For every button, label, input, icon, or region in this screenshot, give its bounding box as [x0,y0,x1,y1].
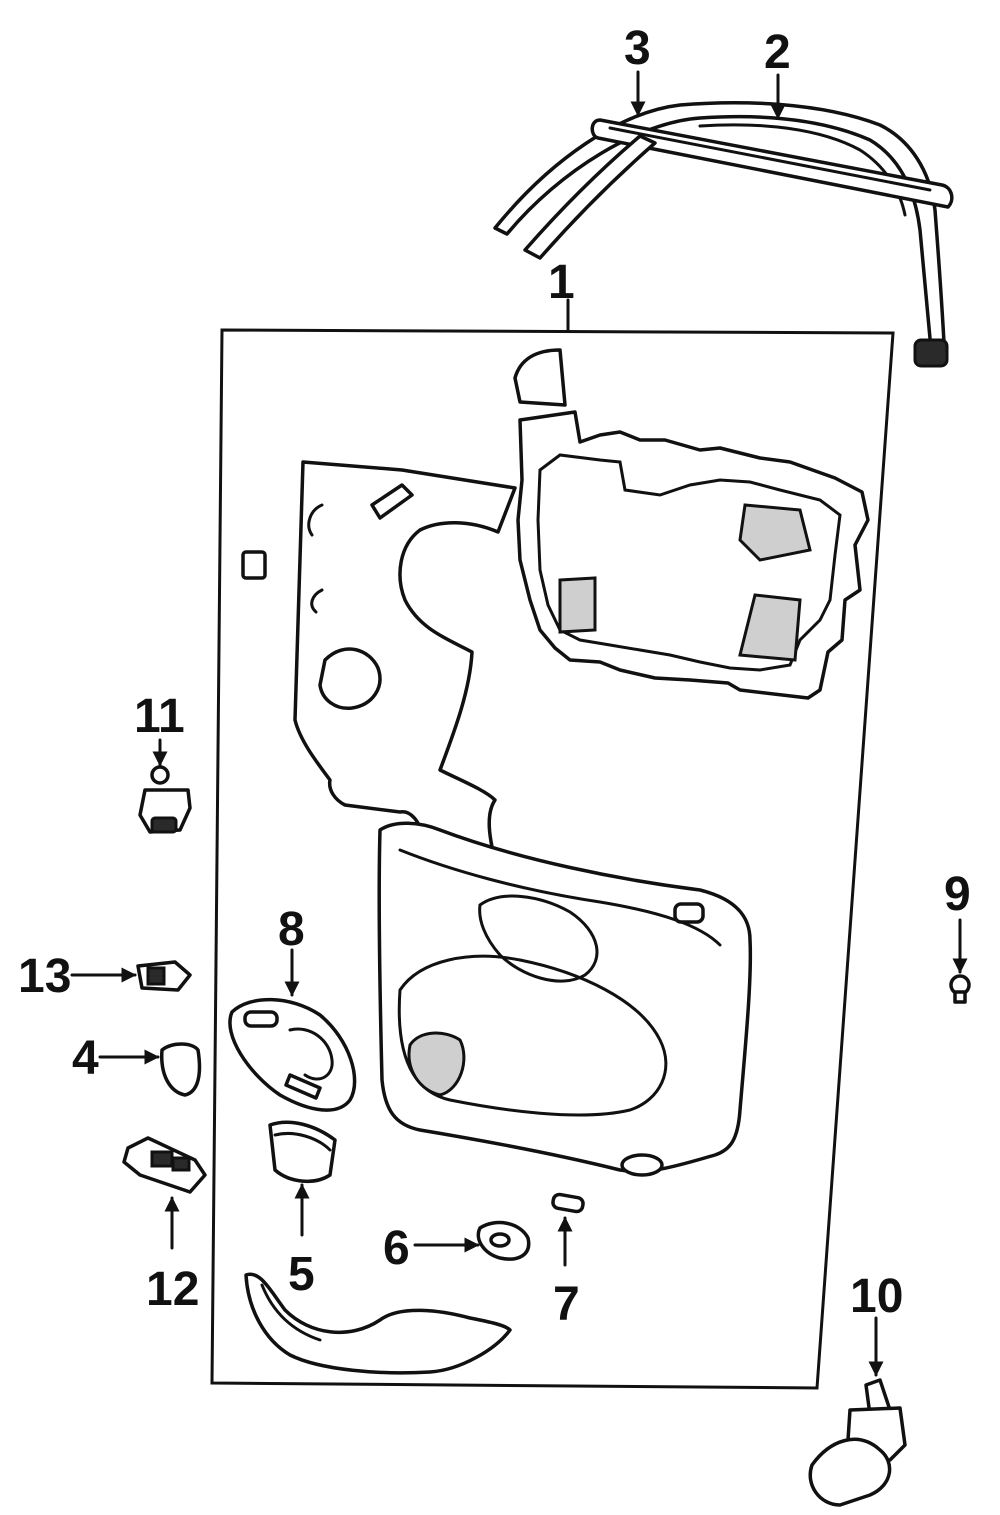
callout-4: 4 [72,1032,99,1085]
leader-lines [70,70,968,1377]
callout-2: 2 [764,26,791,79]
part-6-escutcheon [476,1220,531,1261]
assembly-frame [210,328,895,1390]
callout-1: 1 [548,256,575,309]
door-panel-insulator [513,348,870,700]
part-10-actuator [808,1378,907,1507]
callout-3: 3 [624,22,651,75]
callout-9: 9 [944,868,971,921]
part-7-pin [551,1192,585,1214]
callout-13: 13 [18,950,71,1003]
part-2-weatherstrip [493,101,949,368]
part-4-bezel [160,1042,202,1097]
callout-11: 11 [134,690,185,743]
callout-12: 12 [146,1263,199,1316]
callout-10: 10 [850,1270,903,1323]
door-trim-panel [377,821,753,1177]
callout-6: 6 [383,1222,410,1275]
callout-8: 8 [278,903,305,956]
watershield-left [241,460,517,862]
part-5-pull-cup [268,1120,337,1183]
part-13-clip [136,960,192,992]
part-11-socket [138,765,192,834]
callout-7: 7 [553,1278,580,1331]
part-12-switch [122,1136,207,1194]
part-9-push-pin [949,974,971,1004]
armrest-trim [244,1272,512,1375]
part-8-bezel [228,997,357,1112]
callout-5: 5 [288,1248,315,1301]
part-3-belt-molding [523,118,954,260]
